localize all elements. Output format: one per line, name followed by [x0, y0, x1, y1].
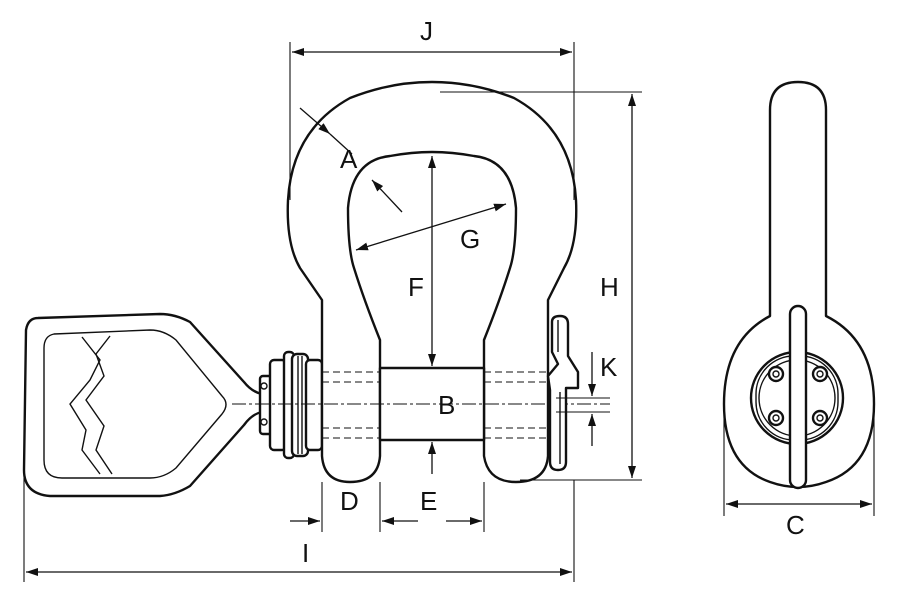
- label-c: C: [786, 510, 805, 540]
- label-i: I: [302, 538, 309, 568]
- pin-handle: [22, 312, 264, 498]
- label-d: D: [340, 486, 359, 516]
- dimension-labels: J A G F H K B D E C I: [302, 16, 805, 568]
- dim-line-a-outer: [299, 107, 331, 135]
- bolt-head-icon: [767, 365, 785, 383]
- label-b: B: [438, 390, 455, 420]
- label-k: K: [600, 352, 618, 382]
- pin-body: [232, 366, 610, 442]
- pin-nut: [258, 350, 324, 460]
- dim-line-g: [355, 203, 507, 251]
- dim-line-a-inner: [371, 179, 403, 213]
- label-f: F: [408, 272, 424, 302]
- bolt-head-inner-icon: [772, 414, 780, 422]
- dimensions: [23, 42, 875, 582]
- side-view: [722, 80, 876, 490]
- label-e: E: [420, 486, 437, 516]
- bolt-head-inner-icon: [772, 370, 780, 378]
- bolt-head-inner-icon: [816, 414, 824, 422]
- label-g: G: [460, 224, 480, 254]
- bolt-head-icon: [767, 409, 785, 427]
- bolt-head-inner-icon: [816, 370, 824, 378]
- front-view: [22, 80, 610, 498]
- label-a: A: [340, 144, 358, 174]
- retaining-clip: [546, 314, 580, 472]
- bolt-head-icon: [811, 365, 829, 383]
- label-h: H: [600, 272, 619, 302]
- label-j: J: [420, 16, 433, 46]
- side-clip: [788, 304, 808, 490]
- bolt-head-icon: [811, 409, 829, 427]
